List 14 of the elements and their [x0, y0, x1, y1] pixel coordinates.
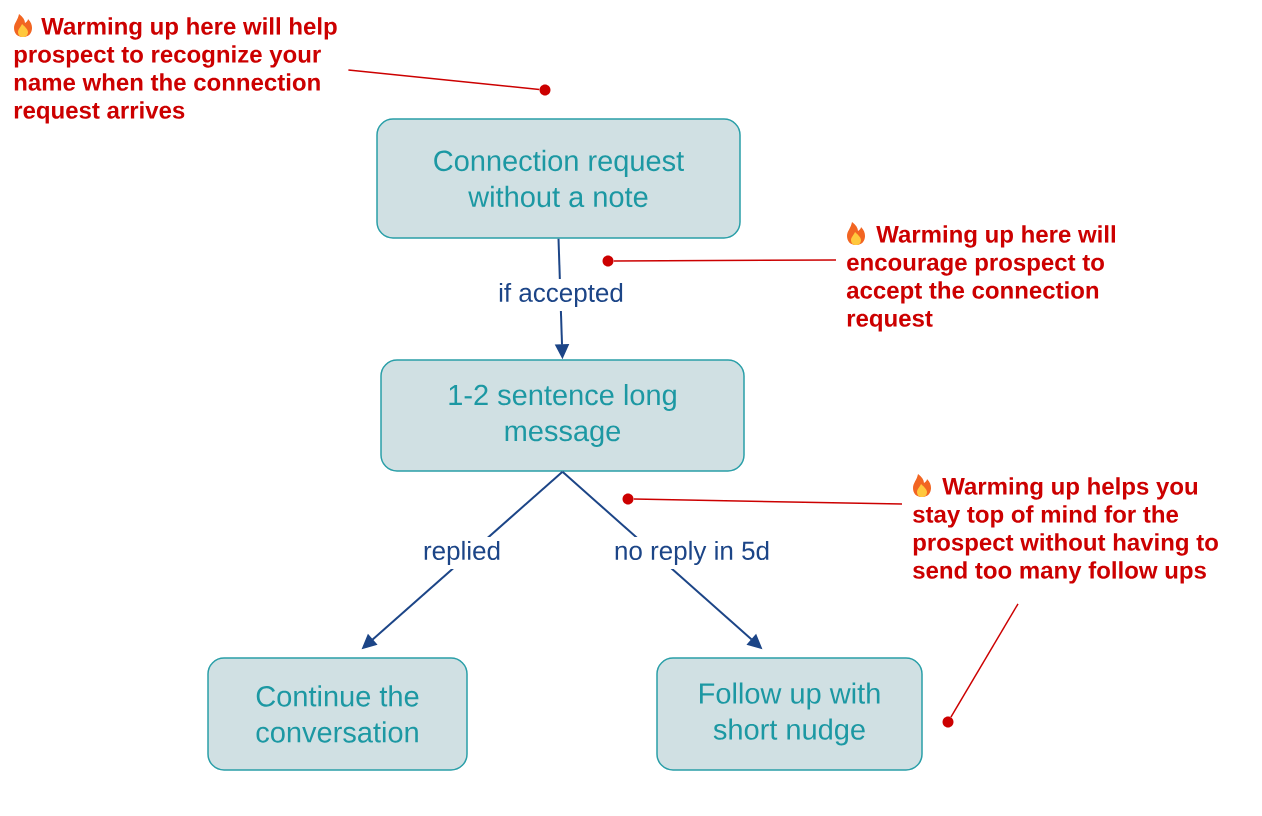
leader-line	[347, 69, 541, 91]
leader-line	[950, 603, 1019, 718]
process-box: 1-2 sentence long message	[380, 359, 745, 472]
callout-text: Warming up here will help prospect to recognize your name when the connection request arrives	[14, 17, 337, 124]
edge-label: replied	[419, 536, 506, 570]
process-box: Follow up with short nudge	[656, 657, 923, 771]
callout-text: Warming up helps you stay top of mind for the prospect without having to send too many follow ups	[913, 477, 1218, 584]
process-box: Connection request without a note	[376, 118, 741, 239]
edge-label: if accepted	[494, 278, 628, 312]
process-box: Continue the conversation	[207, 657, 468, 771]
callout-text: Warming up here will encourage prospect to accept the connection request	[846, 225, 1115, 332]
edge-label: no reply in 5d	[609, 536, 775, 570]
leader-line	[612, 259, 837, 262]
leader-line	[632, 498, 903, 505]
